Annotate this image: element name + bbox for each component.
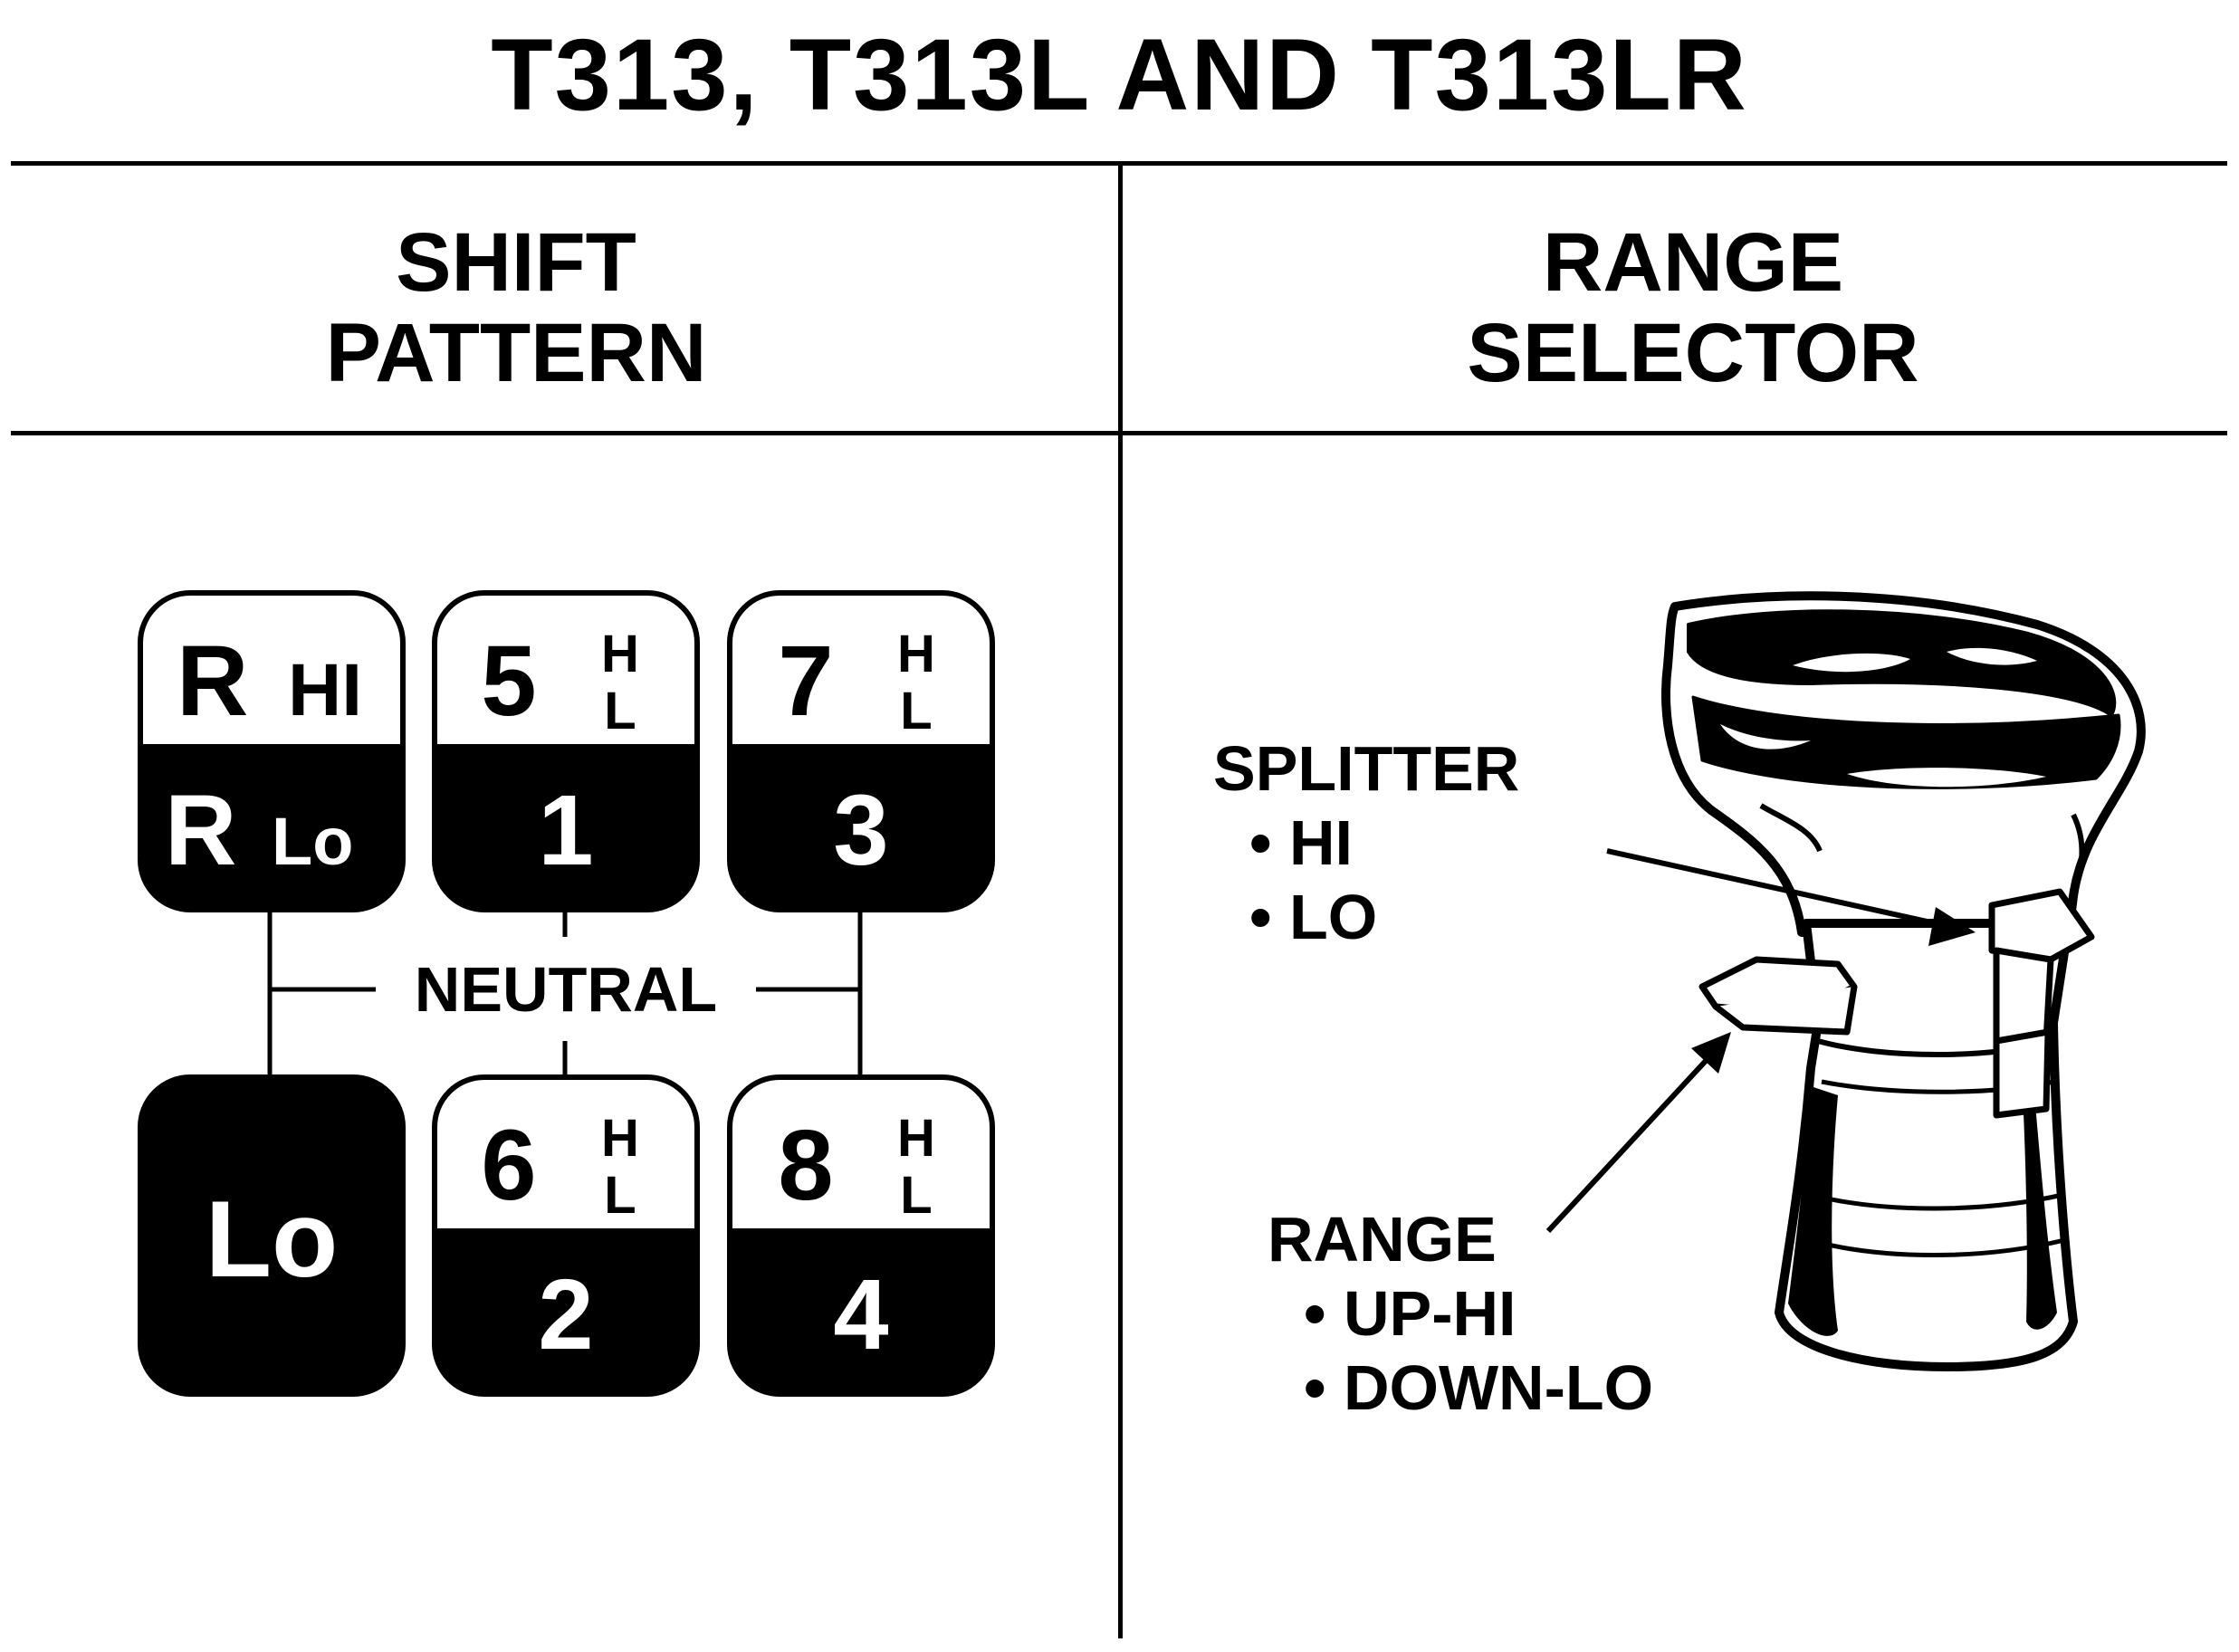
gate-7-3-h: H — [897, 625, 935, 683]
gate-5-1-h: H — [601, 625, 639, 683]
gate-7-3-bottom-main: 3 — [833, 775, 888, 886]
gate-5-1-top-main: 5 — [481, 625, 536, 737]
gate-6-2-l: L — [604, 1166, 636, 1225]
gate-reverse-bottom-side: Lo — [272, 804, 353, 879]
gate-6-2: 6 H L 2 — [432, 1074, 700, 1397]
gate-7-3: 7 H L 3 — [727, 590, 995, 912]
range-down-lo: • DOWN-LO — [1304, 1352, 1654, 1423]
range-arrow — [1545, 1032, 1731, 1234]
gate-6-2-bottom-main: 2 — [538, 1259, 593, 1370]
shift-knob-icon — [1661, 591, 2146, 1371]
range-selector-illustration — [1545, 591, 2146, 1371]
splitter-callout: SPLITTER • HI • LO — [1213, 731, 1519, 954]
range-callout: RANGE • UP-HI • DOWN-LO — [1268, 1202, 1653, 1425]
gate-7-3-top-main: 7 — [778, 625, 833, 737]
range-selector-header: RANGE SELECTOR — [1331, 217, 2055, 398]
range-up-hi: • UP-HI — [1304, 1278, 1517, 1349]
gate-reverse-top-side: HI — [288, 649, 362, 731]
shift-pattern-header: SHIFT PATTERN — [154, 217, 878, 398]
shift-gate-lines — [267, 910, 863, 1077]
splitter-arrow — [1606, 848, 1976, 946]
column-divider — [1118, 163, 1123, 1638]
gate-8-4-l: L — [900, 1166, 932, 1225]
shift-pattern-diagram: NEUTRAL R HI R Lo 5 H L 1 7 H L 3 Lo 6 H… — [138, 590, 995, 1397]
gate-reverse-top-main: R — [177, 625, 248, 737]
range-selector-header-line2: SELECTOR — [1467, 307, 1919, 399]
gate-5-1-bottom-main: 1 — [538, 775, 593, 886]
gate-lo-label: Lo — [206, 1179, 339, 1300]
gate-6-2-h: H — [601, 1109, 639, 1168]
range-selector-header-line1: RANGE — [1542, 216, 1844, 309]
gate-6-2-top-main: 6 — [481, 1110, 536, 1221]
range-label: RANGE — [1268, 1204, 1497, 1275]
gate-reverse-bottom-main: R — [165, 775, 236, 886]
shift-pattern-header-line1: SHIFT — [396, 216, 636, 309]
gate-8-4-bottom-main: 4 — [833, 1259, 888, 1370]
neutral-label: NEUTRAL — [415, 954, 717, 1025]
gate-7-3-l: L — [900, 682, 932, 740]
diagram-title: T313, T313L AND T313LR — [491, 18, 1748, 131]
gate-lo: Lo — [138, 1074, 406, 1397]
shift-pattern-header-line2: PATTERN — [325, 307, 707, 399]
gate-reverse: R HI R Lo — [138, 590, 406, 912]
gate-8-4: 8 H L 4 — [727, 1074, 995, 1397]
gate-5-1: 5 H L 1 — [432, 590, 700, 912]
splitter-hi: • HI — [1249, 807, 1353, 878]
gate-8-4-h: H — [897, 1109, 935, 1168]
splitter-label: SPLITTER — [1213, 733, 1520, 804]
gate-5-1-l: L — [604, 682, 636, 740]
gate-8-4-top-main: 8 — [778, 1110, 833, 1221]
splitter-lo: • LO — [1249, 882, 1378, 952]
